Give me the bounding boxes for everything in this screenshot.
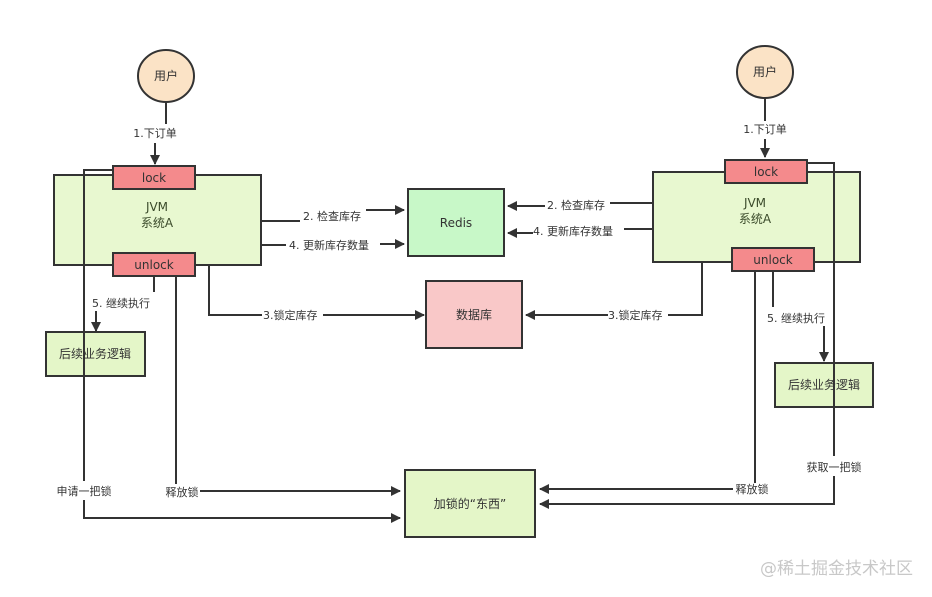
- right-acquire-lock-label: 获取一把锁: [807, 460, 862, 474]
- lock-thing-box: [404, 469, 536, 538]
- right-logic-label: 后续业务逻辑: [788, 377, 860, 392]
- lock-thing-label: 加锁的“东西”: [434, 496, 506, 511]
- right-user-node: 用户: [736, 45, 794, 99]
- redis-label: Redis: [440, 216, 472, 230]
- right-logic-box: [774, 362, 874, 408]
- left-lock-box: [112, 165, 196, 190]
- left-lockdb-label: 3.锁定库存: [263, 308, 318, 322]
- right-acquire-lock-line: [807, 162, 835, 456]
- right-order-label: 1.下订单: [743, 123, 787, 136]
- left-logic-box: [45, 331, 146, 377]
- right-jvm-title: JVM: [743, 196, 766, 210]
- watermark: @稀土掘金技术社区: [760, 559, 913, 579]
- redis-box: [407, 188, 505, 257]
- left-apply-lock-line: [83, 169, 113, 481]
- left-jvm-subtitle: 系统A: [141, 216, 174, 230]
- left-check-label: 2. 检查库存: [303, 209, 361, 223]
- left-update-label: 4. 更新库存数量: [289, 238, 369, 252]
- right-lockdb-label: 3.锁定库存: [608, 308, 663, 322]
- right-check-label: 2. 检查库存: [547, 198, 605, 212]
- left-logic-label: 后续业务逻辑: [59, 346, 131, 361]
- database-box: [425, 280, 523, 349]
- left-order-label: 1.下订单: [133, 127, 177, 140]
- left-continue-label: 5. 继续执行: [92, 296, 150, 310]
- left-apply-lock-label: 申请一把锁: [57, 484, 112, 498]
- right-release-label: 释放锁: [736, 482, 769, 496]
- right-acquire-lock-arrow: [539, 476, 835, 509]
- right-continue-label: 5. 继续执行: [767, 311, 825, 325]
- right-user-label: 用户: [753, 64, 777, 79]
- right-unlock-label: unlock: [753, 253, 792, 267]
- right-lock-box: [724, 159, 808, 184]
- left-lockdb-edge: [208, 265, 262, 316]
- right-lockdb-edge: [668, 262, 703, 316]
- right-lock-label: lock: [754, 165, 778, 179]
- left-user-node: 用户: [137, 49, 195, 103]
- left-unlock-label: unlock: [134, 258, 173, 272]
- left-jvm-title: JVM: [145, 200, 168, 214]
- left-release-label: 释放锁: [166, 485, 199, 499]
- database-label: 数据库: [456, 307, 492, 322]
- right-update-label: 4. 更新库存数量: [533, 224, 613, 238]
- left-apply-lock-arrow: [83, 500, 401, 523]
- left-lock-label: lock: [142, 171, 166, 185]
- right-jvm-subtitle: 系统A: [739, 212, 772, 226]
- left-user-label: 用户: [154, 68, 178, 83]
